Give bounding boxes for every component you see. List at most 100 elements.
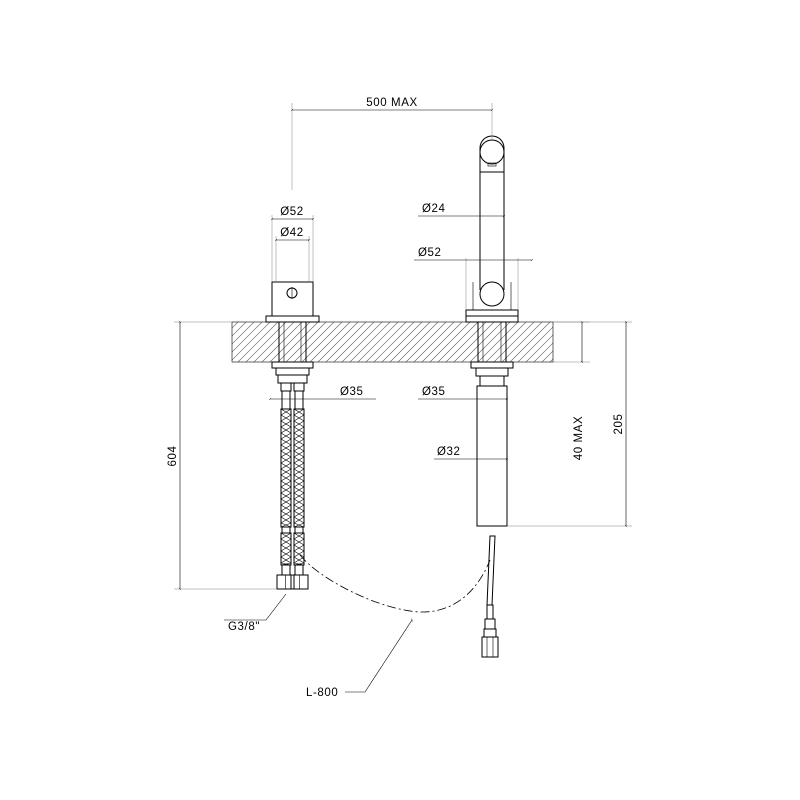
braid-strand	[293, 544, 305, 552]
hatch-line	[429, 322, 471, 362]
dim-reach-label: 500 MAX	[366, 97, 418, 109]
braid-strand	[280, 516, 292, 524]
pullout-hose-ferrule	[486, 604, 494, 620]
braid-strand	[293, 498, 305, 506]
dim-handle-outer-diameter: Ø52	[280, 206, 304, 218]
spout-flange	[465, 315, 519, 323]
dim-handle-shank-diameter: Ø35	[340, 386, 364, 398]
hatch-line	[397, 322, 439, 362]
hatch-line	[232, 322, 255, 345]
spout-head	[479, 135, 505, 173]
hatch-line	[590, 322, 630, 362]
hatch-line	[574, 322, 614, 362]
hatch-line	[598, 322, 638, 362]
braid-strand	[293, 408, 305, 416]
braid-strand	[293, 432, 305, 440]
hatch-line	[582, 322, 622, 362]
hatch-line	[261, 322, 303, 362]
dim-spout-base-diameter: Ø52	[418, 247, 442, 259]
hatch-line	[301, 322, 343, 362]
braid-strand	[293, 474, 305, 482]
braid-strand	[280, 538, 292, 546]
braid-strand	[293, 456, 305, 464]
hatch-line	[541, 350, 553, 362]
hatch-line	[453, 322, 495, 362]
braid-strand	[280, 432, 292, 440]
hatch-line	[365, 322, 407, 362]
braid-strand	[293, 450, 305, 458]
braid-strand	[293, 538, 305, 546]
handle-flange	[265, 315, 320, 323]
hatch-line	[558, 322, 598, 362]
spout-assembly	[465, 135, 519, 658]
spout-outlet	[487, 162, 497, 167]
braid-strand	[280, 544, 292, 552]
hatch-line	[232, 322, 247, 337]
braid-strand	[293, 420, 305, 428]
hatch-line	[469, 322, 511, 362]
hatch-line	[509, 322, 551, 362]
braid-strand	[280, 492, 292, 500]
braided-hoses-upper	[280, 408, 305, 566]
hatch-line	[373, 322, 415, 362]
hatch-line	[477, 322, 519, 362]
spout-aerator	[479, 139, 505, 165]
pullout-hose-nut	[481, 636, 499, 658]
hatch-line	[549, 358, 553, 362]
hose-ferrule-right	[294, 390, 304, 410]
braid-strand	[293, 492, 305, 500]
hose-end-left	[281, 564, 291, 576]
hatch-line	[190, 322, 230, 362]
hatch-line	[566, 322, 606, 362]
spout-base-top	[465, 309, 519, 317]
braid-strand	[280, 480, 292, 488]
braid-strand	[293, 516, 305, 524]
dim-handle-inner-diameter: Ø42	[280, 227, 304, 239]
braid-strand	[280, 486, 292, 494]
braid-strand	[280, 468, 292, 476]
braid-strand	[280, 556, 292, 564]
dim-spout-shank-diameter: Ø35	[422, 386, 446, 398]
braid-strand	[293, 522, 305, 528]
dim-max-deck-thickness: 40 MAX	[573, 416, 585, 461]
braid-strand	[293, 444, 305, 452]
leader-thread	[224, 593, 287, 621]
spout-lock-nut	[470, 361, 514, 369]
hatch-line	[405, 322, 447, 362]
hatch-line	[421, 322, 463, 362]
dim-connection-thread: G3/8"	[228, 621, 260, 633]
hose-loop-path	[299, 554, 491, 613]
braid-strand	[280, 420, 292, 428]
hatch-line	[381, 322, 423, 362]
dim-hose-connection-length: 604	[167, 446, 179, 467]
pullout-hose-fitting	[483, 628, 497, 638]
braid-strand	[280, 550, 292, 558]
hatch-line	[232, 322, 263, 353]
braid-strand	[280, 408, 292, 416]
braid-strand	[293, 438, 305, 446]
braid-strand	[280, 450, 292, 458]
hatch-line	[461, 322, 503, 362]
hatch-line	[357, 322, 399, 362]
hose-fitting-top	[277, 374, 308, 384]
pullout-hose	[486, 535, 496, 606]
hose-ferrule-left	[281, 390, 291, 410]
handle-shank	[278, 321, 307, 363]
braid-strand	[280, 510, 292, 518]
braid-strand	[293, 532, 305, 540]
hatch-line	[269, 322, 311, 362]
hatch-line	[525, 334, 553, 362]
braid-strand	[280, 414, 292, 422]
braid-strand	[293, 504, 305, 512]
hatch-line	[389, 322, 431, 362]
hatch-line	[437, 322, 479, 362]
handle-assembly	[265, 281, 320, 590]
hatch-line	[293, 322, 335, 362]
braid-strand	[293, 468, 305, 476]
braid-strand	[280, 426, 292, 434]
braid-strand	[280, 456, 292, 464]
spout-swivel-joint	[479, 281, 505, 307]
dim-spout-tube-diameter: Ø24	[422, 203, 446, 215]
braid-strand	[280, 498, 292, 506]
